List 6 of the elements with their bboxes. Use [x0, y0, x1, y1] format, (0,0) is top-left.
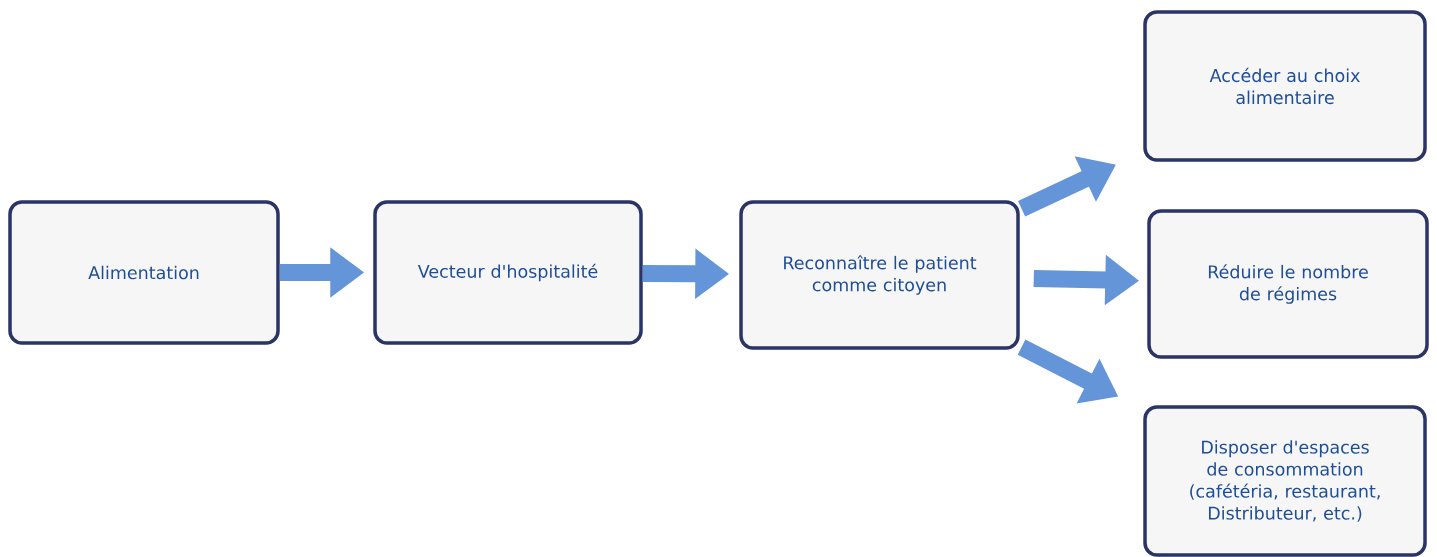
process-box: Vecteur d'hospitalité: [373, 200, 643, 345]
process-box: Réduire le nombre de régimes: [1147, 209, 1429, 359]
process-box: Alimentation: [8, 200, 280, 345]
process-box: Reconnaître le patient comme citoyen: [739, 200, 1020, 350]
process-box: Disposer d'espaces de consommation (cafétéria, restaurant, Distributeur, etc.): [1143, 405, 1427, 557]
process-box: Accéder au choix alimentaire: [1143, 10, 1427, 162]
